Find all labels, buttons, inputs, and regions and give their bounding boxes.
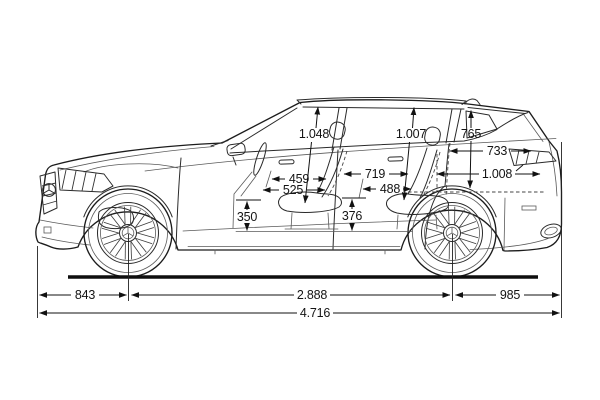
rear-wheel-arch [407, 185, 497, 218]
steering-wheel [253, 142, 267, 176]
front-seat-recline-dashed [327, 150, 348, 197]
dim-front-seat-depth-label: 525 [283, 183, 304, 197]
dim-front-overhang: 843 [39, 288, 127, 302]
console-ref-line [358, 178, 364, 199]
dim-load-height-label: 765 [461, 127, 482, 141]
extent-lines [37, 142, 562, 318]
grille [39, 171, 58, 215]
dim-rear-legroom: 719 [343, 167, 409, 181]
dim-rear-seat-height: 376 [342, 197, 366, 231]
front-door-handle [278, 159, 295, 165]
dim-front-legroom-label: 459 [289, 172, 310, 186]
rear-wheel [407, 188, 497, 278]
car-side-view [35, 96, 563, 278]
front-door-cut [175, 157, 182, 250]
b-pillar-door-cut [332, 149, 339, 250]
dim-front-seat-height: 350 [236, 199, 261, 231]
dim-wheelbase: 2.888 [131, 288, 451, 302]
dashboard-console [232, 171, 257, 229]
dim-overall-length: 4.716 [39, 306, 560, 320]
exhaust-tip [540, 223, 562, 239]
d-pillar-edge [496, 112, 529, 130]
roof-rail [296, 96, 467, 105]
rear-seat [386, 126, 449, 230]
beltline [229, 129, 498, 154]
dim-overall-length-label: 4.716 [300, 306, 331, 320]
c-pillar [445, 108, 462, 144]
dim-load-length-floor-label: 1.008 [482, 167, 513, 181]
dim-rear-overhang-label: 985 [500, 288, 521, 302]
mercedes-star-icon [121, 226, 135, 240]
front-wheel [83, 188, 173, 278]
mercedes-star-icon [445, 226, 459, 240]
rear-door-handle [387, 156, 404, 162]
pedal-line [265, 170, 272, 188]
dim-front-headroom: 1.048 [299, 106, 330, 204]
dim-front-seat-depth: 525 [262, 183, 326, 197]
dim-rear-headroom: 1.007 [396, 107, 427, 201]
rear-seat-recline-dashed [422, 151, 441, 197]
rear-spoiler-edge [467, 107, 526, 114]
dim-rear-seat-depth: 488 [362, 182, 412, 196]
dim-front-overhang-label: 843 [75, 288, 96, 302]
dim-front-legroom: 459 [271, 172, 327, 186]
dim-load-length-upper-label: 733 [487, 144, 508, 158]
windshield-inner [230, 107, 298, 150]
rocker-trim [187, 246, 401, 255]
front-wheel-arch [83, 185, 173, 218]
character-line [144, 138, 557, 172]
dim-rear-headroom-label: 1.007 [396, 127, 427, 141]
car-body-outline [35, 99, 563, 252]
rear-bumper-details [469, 197, 549, 251]
dim-rear-seat-depth-label: 488 [380, 182, 401, 196]
wiper [210, 140, 229, 147]
mercedes-star-icon [42, 183, 56, 197]
dim-wheelbase-label: 2.888 [297, 288, 328, 302]
headlight [57, 167, 114, 193]
dim-rear-seat-height-label: 376 [342, 209, 363, 223]
antenna-fin [464, 98, 481, 105]
dim-load-height: 765 [461, 110, 482, 189]
dim-load-length-upper: 733 [449, 144, 532, 158]
dim-front-headroom-label: 1.048 [299, 127, 330, 141]
b-pillar [331, 107, 348, 151]
rear-glass-inner [523, 114, 544, 142]
dim-rear-legroom-label: 719 [365, 167, 386, 181]
front-seat [278, 121, 348, 230]
tailgate-inner-line [548, 141, 558, 197]
window-top-line [302, 106, 465, 110]
dim-load-length-floor: 1.008 [436, 164, 541, 181]
fender-crown-line [83, 163, 179, 173]
dim-front-seat-height-label: 350 [237, 210, 258, 224]
hood-shutline [59, 146, 215, 171]
dim-rear-overhang: 985 [455, 288, 560, 302]
side-mirror [226, 142, 246, 166]
